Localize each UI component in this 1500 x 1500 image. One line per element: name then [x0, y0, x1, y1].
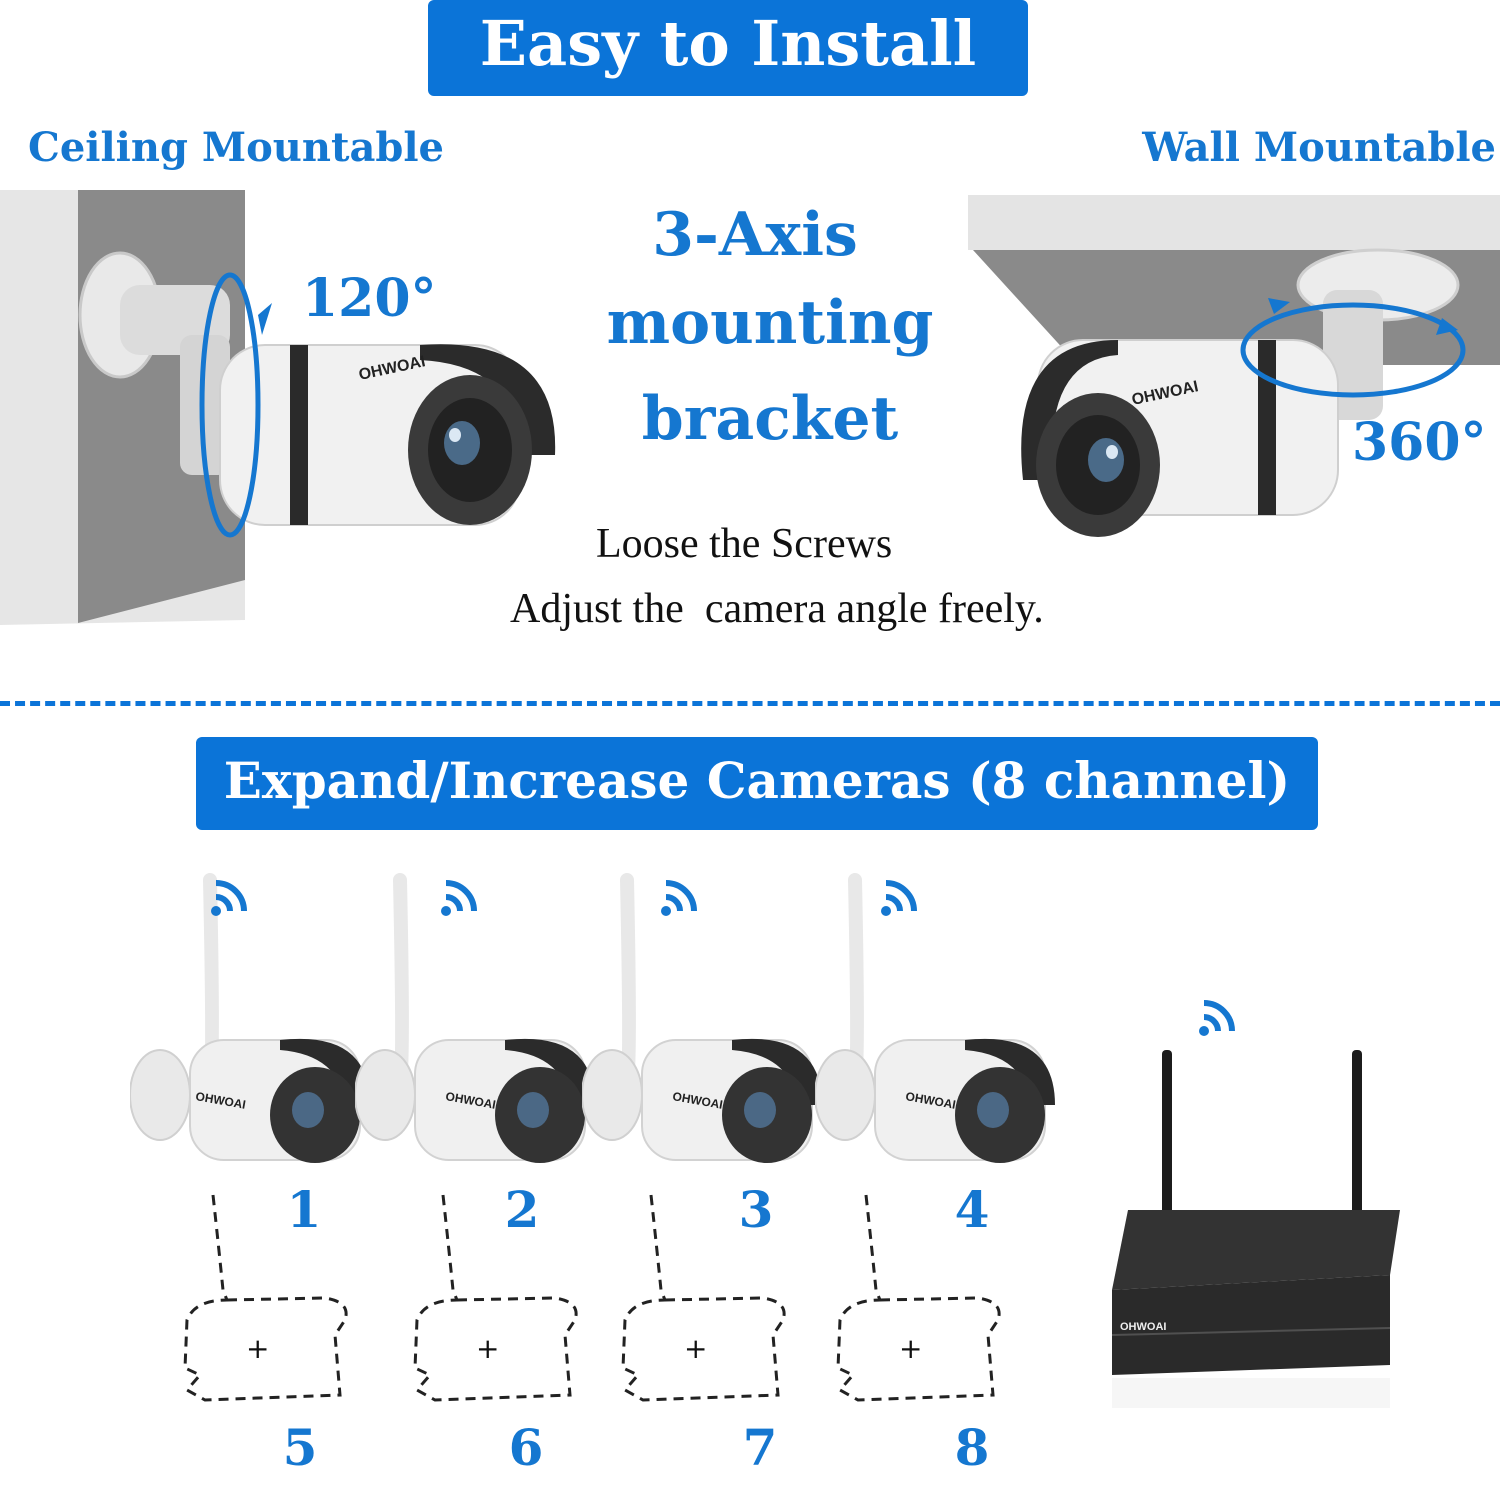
- ceiling-mount-illustration: OHWOAI: [0, 190, 556, 625]
- empty-camera-slot[interactable]: [175, 1190, 365, 1420]
- ceiling-mountable-label: Ceiling Mountable: [28, 124, 444, 171]
- angle-120-label: 120°: [302, 268, 437, 329]
- bracket-title-line2: mounting: [606, 288, 934, 358]
- slot-number-5: 5: [282, 1418, 318, 1477]
- camera-number-1: 1: [286, 1180, 322, 1239]
- bracket-title-line3: bracket: [641, 384, 899, 454]
- wifi-icon: [441, 880, 477, 916]
- add-camera-icon[interactable]: +: [899, 1332, 923, 1365]
- section-divider: [0, 701, 1500, 706]
- camera-number-4: 4: [954, 1180, 990, 1239]
- wifi-icon: [661, 880, 697, 916]
- bracket-title-line1: 3-Axis: [652, 200, 858, 270]
- camera-3: OHWOAI: [582, 873, 822, 1163]
- camera-number-3: 3: [738, 1180, 774, 1239]
- empty-camera-slot[interactable]: [828, 1190, 1018, 1420]
- add-camera-icon[interactable]: +: [246, 1332, 270, 1365]
- angle-360-label: 360°: [1352, 412, 1487, 473]
- slot-number-8: 8: [954, 1418, 990, 1477]
- camera-4: OHWOAI: [815, 873, 1055, 1163]
- wifi-icon: [211, 880, 247, 916]
- wifi-icon: [881, 880, 917, 916]
- wifi-icon: [1199, 1000, 1235, 1036]
- nvr-recorder: OHWOAI: [1111, 1050, 1400, 1408]
- wall-mount-illustration: OHWOAI: [968, 195, 1500, 537]
- easy-to-install-banner: Easy to Install: [428, 0, 1028, 96]
- camera-2: OHWOAI: [355, 873, 595, 1163]
- wall-mountable-label: Wall Mountable: [1142, 124, 1496, 171]
- camera-1: OHWOAI: [130, 873, 370, 1163]
- camera-number-2: 2: [504, 1180, 540, 1239]
- add-camera-icon[interactable]: +: [684, 1332, 708, 1365]
- add-camera-icon[interactable]: +: [476, 1332, 500, 1365]
- slot-number-6: 6: [508, 1418, 544, 1477]
- empty-camera-slot[interactable]: [405, 1190, 595, 1420]
- empty-camera-slot[interactable]: [613, 1190, 803, 1420]
- camera-row: OHWOAI OHWOAI OHWOAI OHWOAI: [0, 860, 1100, 1190]
- expand-cameras-banner: Expand/Increase Cameras (8 channel): [196, 737, 1318, 830]
- instruction-line2: Adjust the camera angle freely.: [510, 586, 1044, 632]
- svg-text:OHWOAI: OHWOAI: [1120, 1321, 1166, 1333]
- slot-number-7: 7: [742, 1418, 778, 1477]
- instruction-line1: Loose the Screws: [596, 521, 893, 567]
